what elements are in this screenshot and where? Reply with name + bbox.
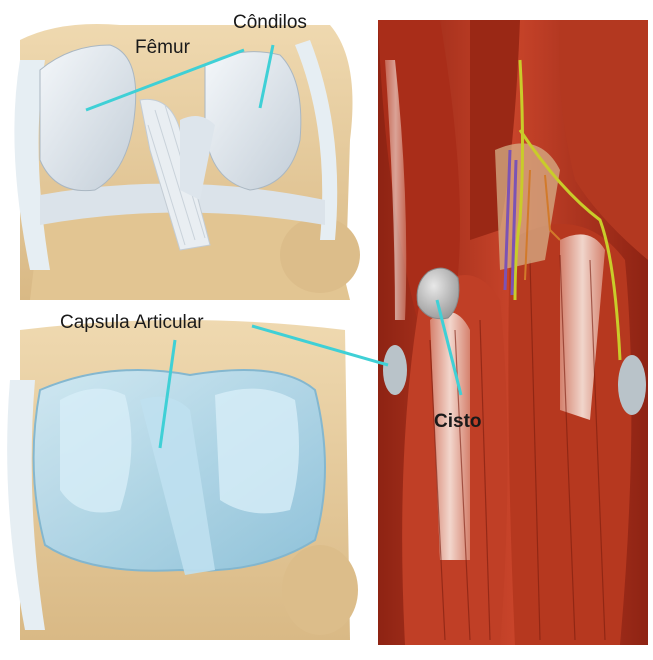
knee-joint-illustration: [14, 24, 360, 300]
label-capsula-articular: Capsula Articular: [60, 313, 204, 332]
label-cisto: Cisto: [434, 412, 482, 431]
label-condilos: Côndilos: [233, 13, 307, 32]
posterior-knee-illustration: [378, 20, 648, 645]
label-femur: Fêmur: [135, 38, 190, 57]
capsule-illustration: [7, 320, 358, 640]
